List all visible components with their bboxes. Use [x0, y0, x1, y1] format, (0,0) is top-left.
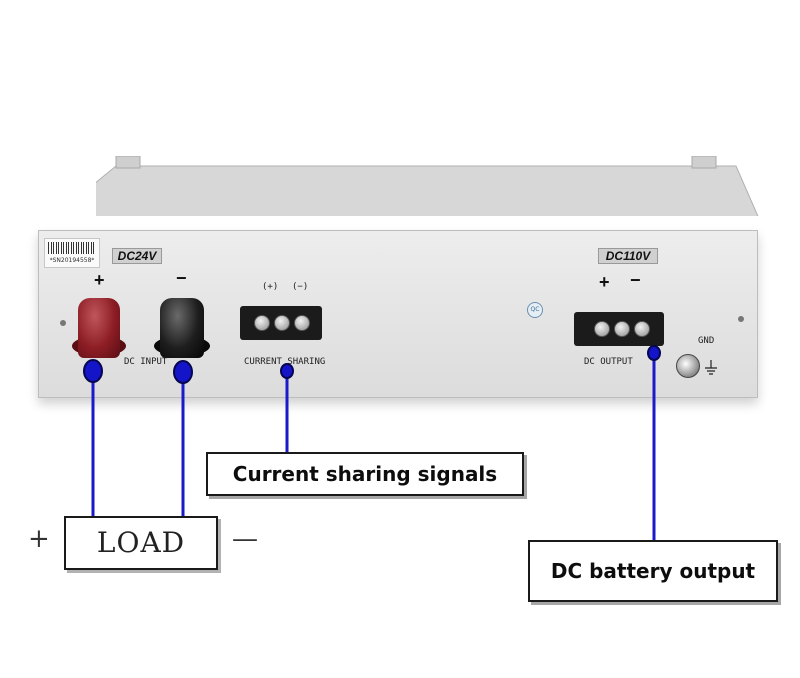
serial-number-text: *SN20194558* — [49, 257, 95, 264]
gnd-label: GND — [698, 336, 715, 346]
screw-icon — [274, 315, 290, 331]
current-sharing-marker — [280, 363, 294, 379]
current-sharing-callout: Current sharing signals — [206, 452, 524, 496]
mounting-hole — [60, 320, 66, 326]
dc-output-label: DC OUTPUT — [584, 357, 633, 367]
qc-badge-icon — [527, 302, 543, 318]
mounting-hole — [738, 316, 744, 322]
load-minus-sign: — — [232, 524, 258, 554]
dc-output-terminal-block — [574, 312, 664, 346]
positive-binding-post-icon — [78, 298, 120, 358]
dc-input-label: DC INPUT — [124, 357, 168, 367]
screw-icon — [294, 315, 310, 331]
load-box: LOAD — [64, 516, 218, 570]
negative-binding-post-icon — [160, 298, 204, 358]
output-voltage-tag: DC110V — [598, 248, 658, 264]
output-plus-sign: + — [599, 272, 610, 292]
current-sharing-label: CURRENT SHARING — [244, 357, 326, 367]
negative-post-marker — [173, 360, 193, 384]
screw-icon — [614, 321, 630, 337]
chassis-top-lid — [96, 156, 759, 216]
cs-plus-label: (+) — [262, 282, 279, 292]
screw-icon — [634, 321, 650, 337]
barcode-icon — [48, 242, 96, 254]
screw-icon — [594, 321, 610, 337]
input-voltage-tag: DC24V — [112, 248, 162, 264]
ground-bolt-icon — [676, 354, 700, 378]
qc-badge-text: QC — [530, 306, 540, 313]
dc-output-marker — [647, 345, 661, 361]
current-sharing-terminal-block — [240, 306, 322, 340]
screw-icon — [254, 315, 270, 331]
input-minus-sign: − — [176, 268, 187, 288]
input-plus-sign: + — [94, 270, 105, 290]
output-minus-sign: − — [630, 270, 641, 290]
load-plus-sign: + — [28, 524, 50, 554]
cs-minus-label: (−) — [292, 282, 309, 292]
positive-post-marker — [83, 359, 103, 383]
dc-battery-output-callout: DC battery output — [528, 540, 778, 602]
ground-symbol-icon — [705, 360, 717, 375]
